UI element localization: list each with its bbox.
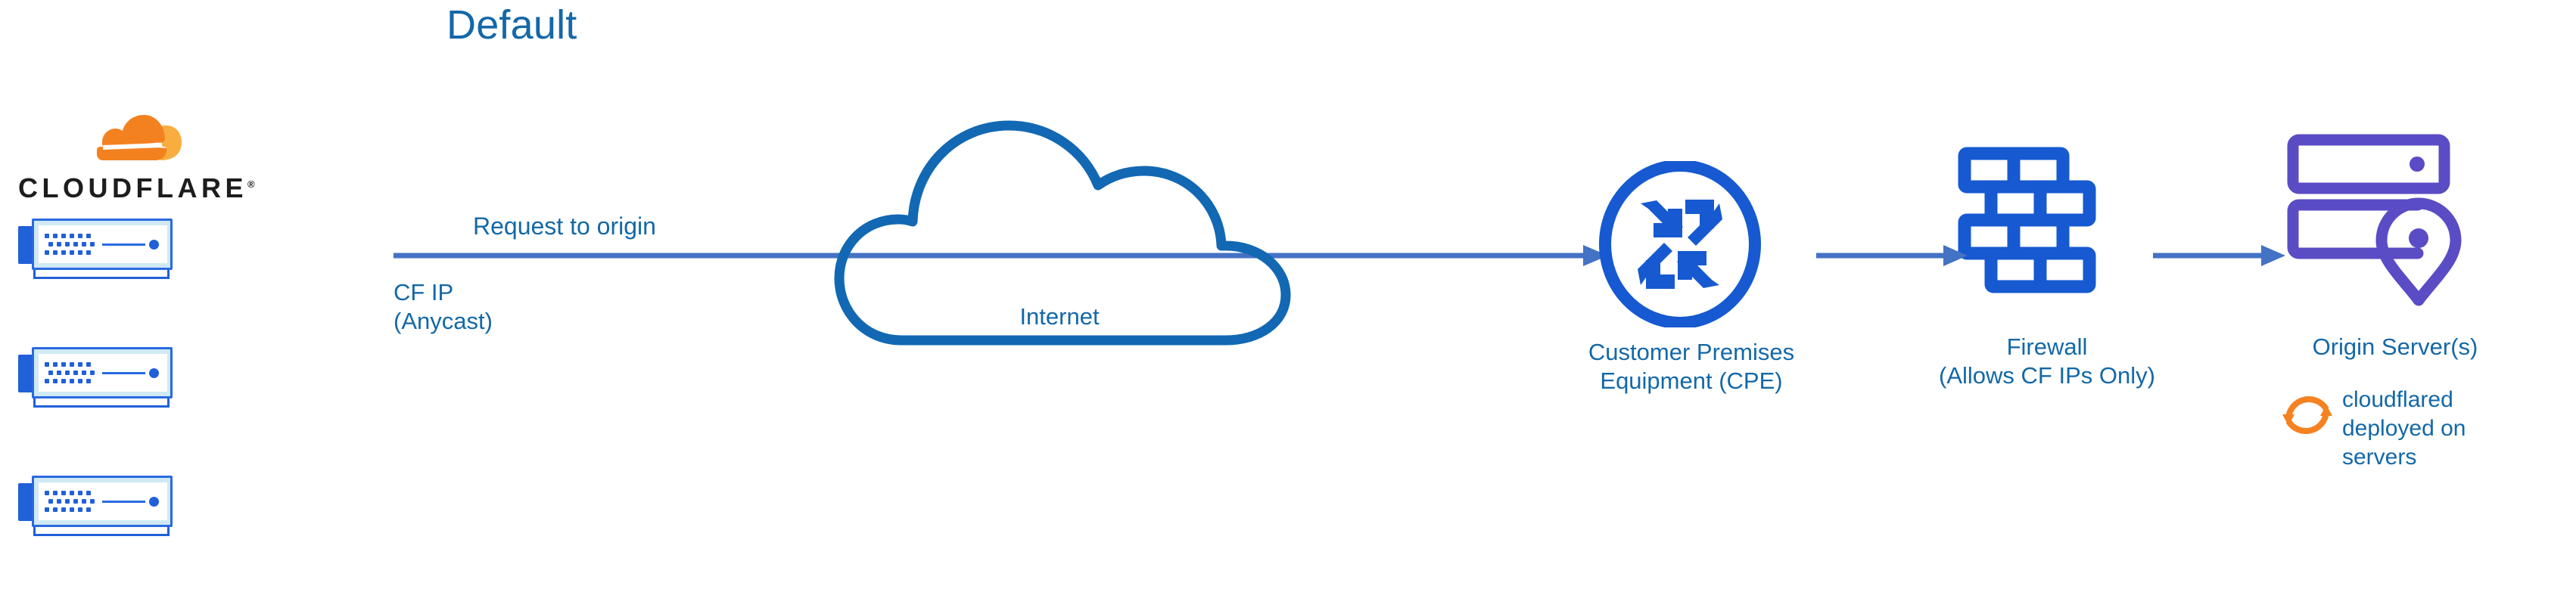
rack-vent-dots (45, 362, 95, 383)
rack-cable-line (102, 243, 145, 246)
registered-trademark-mark: ® (247, 178, 255, 190)
rack-vent-dots (45, 234, 95, 255)
cloudflare-logo: CLOUDFLARE® (15, 106, 255, 212)
rack-mount-ear (18, 355, 35, 392)
cloudflare-wordmark-text: CLOUDFLARE (18, 172, 247, 203)
server-rack-icon-3 (14, 471, 176, 536)
cloudflared-label: cloudflared deployed on servers (2342, 387, 2466, 470)
arrow-cpe-to-firewall (1816, 240, 1968, 271)
cloudflare-cloud-mark-icon (97, 106, 182, 160)
server-location-pin-icon (2285, 132, 2463, 306)
rack-mount-ear (18, 483, 35, 521)
server-rack-icon-1 (14, 214, 176, 279)
origin-server-label: Origin Server(s) (2312, 333, 2478, 360)
rack-shadow-bar (33, 267, 170, 279)
server-rack-icon-2 (14, 343, 176, 408)
brick-wall-icon (1956, 145, 2111, 300)
firewall-label: Firewall (Allows CF IPs Only) (1939, 333, 2155, 389)
cf-ip-anycast-label: CF IP (Anycast) (394, 279, 493, 334)
rack-vent-dots (45, 491, 95, 512)
rack-cable-line (102, 372, 145, 374)
orange-sync-arrows-icon (2278, 386, 2337, 445)
arrow-edge-to-cpe (394, 240, 1608, 271)
rack-status-led (149, 497, 159, 507)
internet-label: Internet (1019, 303, 1100, 330)
rack-status-led (149, 240, 159, 250)
rack-status-led (149, 368, 159, 378)
request-to-origin-label: Request to origin (473, 212, 656, 240)
router-pinwheel-icon (1597, 160, 1763, 329)
rack-cable-line (102, 501, 145, 503)
cloudflare-wordmark: CLOUDFLARE® (18, 172, 255, 204)
page-title: Default (446, 2, 577, 48)
cloud-outline-icon (829, 106, 1298, 348)
rack-shadow-bar (33, 524, 170, 536)
rack-shadow-bar (33, 395, 170, 408)
rack-mount-ear (18, 226, 35, 264)
cpe-label: Customer Premises Equipment (CPE) (1588, 339, 1795, 394)
arrow-firewall-to-origin (2153, 240, 2285, 271)
